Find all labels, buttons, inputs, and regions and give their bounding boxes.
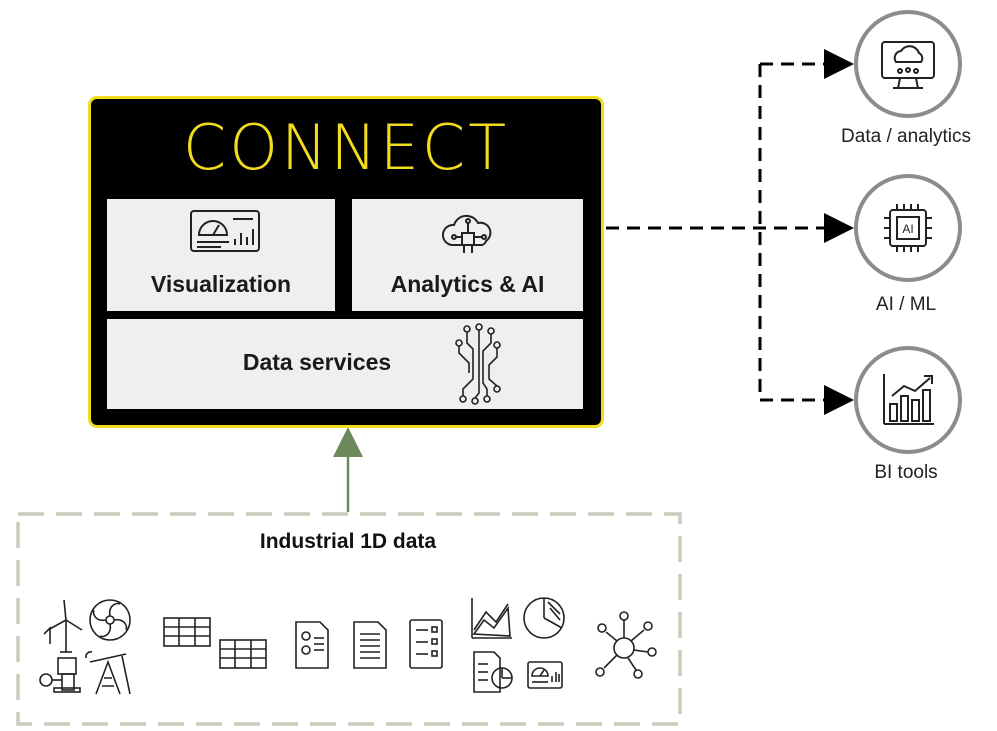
data-services-label: Data services bbox=[242, 349, 392, 375]
visualization-tile[interactable]: Visualization bbox=[107, 199, 335, 311]
visualization-label: Visualization bbox=[150, 271, 292, 297]
dashboard-icon bbox=[527, 661, 563, 689]
list-icon bbox=[409, 619, 443, 669]
source-panel-border bbox=[16, 512, 682, 726]
document-icon bbox=[353, 621, 387, 669]
area-chart-icon bbox=[471, 598, 512, 639]
report-icon bbox=[473, 651, 513, 693]
source-panel-title: Industrial 1D data bbox=[259, 530, 437, 553]
dashboard-gauge-icon bbox=[190, 210, 260, 252]
output-label-data-analytics: Data / analytics bbox=[841, 126, 971, 147]
pump-icon bbox=[39, 657, 81, 693]
output-label-bi-tools: BI tools bbox=[874, 462, 938, 483]
network-node-icon bbox=[595, 611, 657, 679]
output-connectors bbox=[606, 49, 854, 415]
document-icon bbox=[295, 621, 329, 669]
output-label-ai-ml: AI / ML bbox=[875, 294, 937, 315]
data-services-tile[interactable]: Data services bbox=[107, 319, 583, 409]
cloud-circuit-icon bbox=[442, 214, 492, 253]
ai-chip-icon bbox=[884, 204, 932, 252]
pie-chart-icon bbox=[523, 597, 565, 639]
ai-chip-text: AI bbox=[902, 222, 913, 236]
source-icons bbox=[39, 597, 657, 695]
analytics-ai-tile[interactable]: Analytics & AI bbox=[352, 199, 583, 311]
table-icon bbox=[163, 617, 211, 647]
bar-chart-growth-icon bbox=[883, 374, 934, 425]
connect-platform-box: CONNECT Visualization bbox=[88, 96, 604, 428]
wind-turbine-icon bbox=[43, 599, 83, 653]
table-icon bbox=[219, 639, 267, 669]
output-circle-data-analytics bbox=[854, 10, 962, 118]
fan-icon bbox=[89, 599, 131, 641]
oil-pumpjack-icon bbox=[85, 651, 131, 695]
cloud-monitor-icon bbox=[881, 41, 935, 89]
output-circle-ai-ml bbox=[854, 174, 962, 282]
analytics-ai-label: Analytics & AI bbox=[390, 271, 545, 297]
circuit-lines-icon bbox=[455, 323, 501, 405]
connect-logo: CONNECT bbox=[182, 111, 510, 184]
